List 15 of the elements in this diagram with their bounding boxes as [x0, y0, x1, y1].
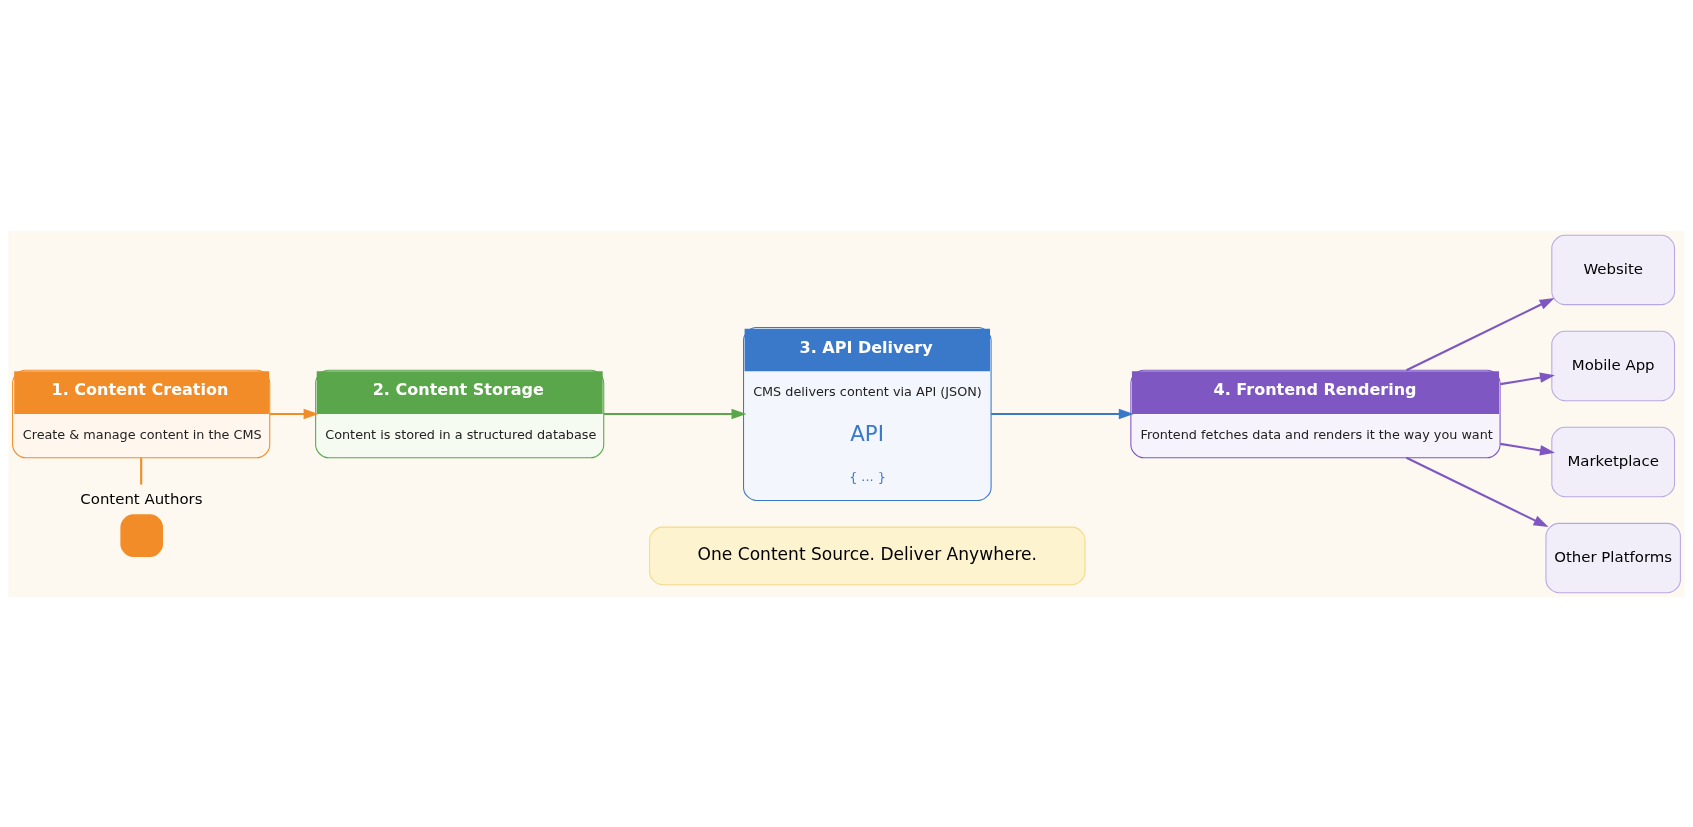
node-box [120, 513, 164, 557]
node-box: Other Platforms [1545, 522, 1681, 593]
arrow [1500, 372, 1555, 385]
arrow [270, 408, 319, 419]
node-label: Content Authors [80, 489, 203, 508]
arrow [991, 408, 1134, 419]
arrow [604, 408, 747, 419]
node-box: One Content Source. Deliver Anywhere. [649, 526, 1086, 585]
connector [140, 457, 143, 485]
node-box: Website [1551, 234, 1676, 305]
node-box: Marketplace [1551, 426, 1676, 497]
arrow [1405, 456, 1549, 527]
arrow [1500, 442, 1555, 455]
arrow [1405, 297, 1555, 371]
node-box: Mobile App [1551, 330, 1676, 401]
